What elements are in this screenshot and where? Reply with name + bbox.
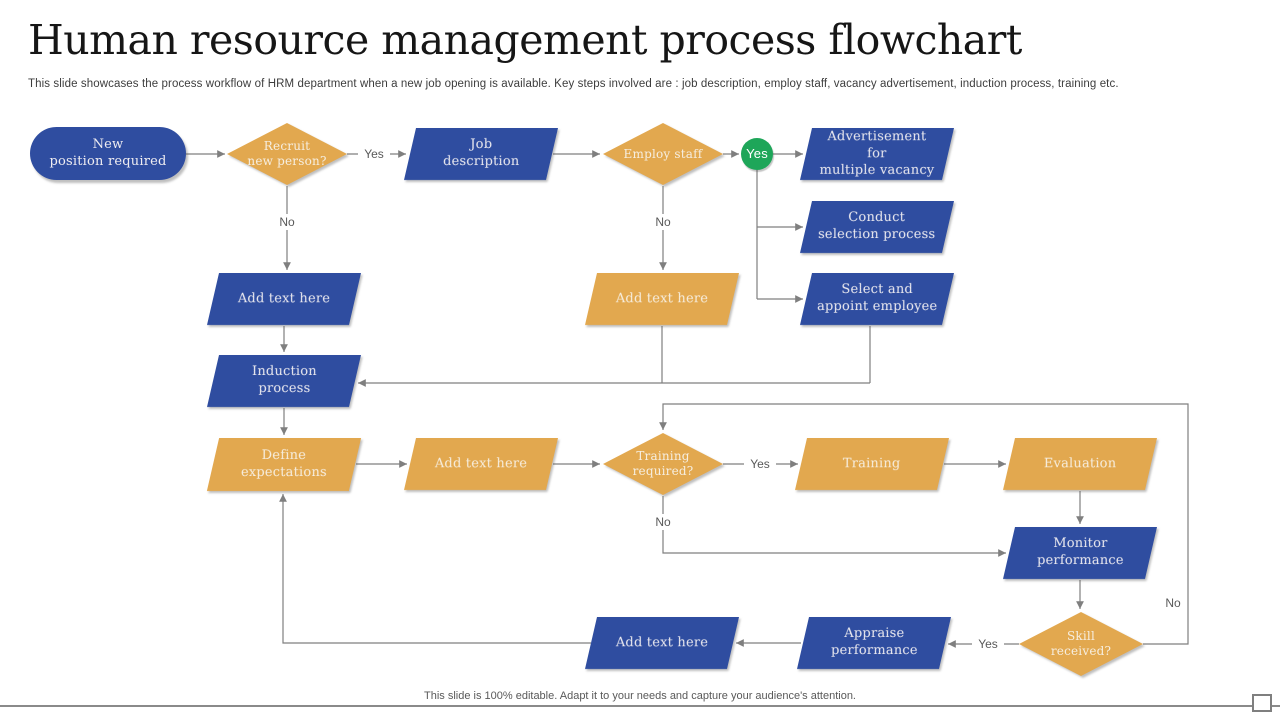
node-conduct-selection: Conduct selection process [799, 201, 955, 253]
node-induction-process-label: Induction process [251, 364, 317, 396]
node-new-position-label: New position required [49, 136, 167, 169]
node-define-expectations: Define expectations [206, 438, 362, 491]
node-appraise-performance: Appraise performance [796, 617, 952, 669]
node-skill-received-label: Skill received? [1050, 629, 1112, 658]
node-yes-badge: Yes [741, 138, 773, 170]
node-monitor-performance-label: Monitor performance [1036, 536, 1124, 568]
edge-label-skill-no: No [1160, 595, 1186, 611]
node-conduct-selection-label: Conduct selection process [818, 210, 936, 242]
node-new-position: New position required [30, 127, 186, 180]
edge-label-employ-no: No [648, 214, 678, 230]
node-evaluation-label: Evaluation [1043, 455, 1117, 471]
node-add-text-3: Add text here [403, 438, 559, 490]
node-add-text-4-label: Add text here [615, 634, 709, 650]
node-evaluation: Evaluation [1002, 438, 1158, 490]
node-add-text-2-label: Add text here [615, 290, 709, 306]
edge-label-skill-yes: Yes [972, 636, 1004, 652]
node-select-appoint: Select and appoint employee [799, 273, 955, 325]
edge-label-training-yes: Yes [744, 456, 776, 472]
page-subtitle: This slide showcases the process workflo… [28, 78, 1119, 90]
node-recruit-new-person: Recruit new person? [227, 123, 347, 185]
node-employ-staff: Employ staff [603, 123, 723, 185]
corner-checkbox[interactable] [1252, 694, 1272, 712]
footer-note: This slide is 100% editable. Adapt it to… [424, 690, 856, 702]
node-training-label: Training [843, 455, 901, 471]
node-add-text-3-label: Add text here [434, 455, 528, 471]
node-define-expectations-label: Define expectations [241, 447, 327, 480]
node-recruit-new-person-label: Recruit new person? [247, 139, 327, 168]
page-title: Human resource management process flowch… [28, 16, 1022, 64]
edge-label-recruit-no: No [272, 214, 302, 230]
node-add-text-1: Add text here [206, 273, 362, 325]
node-training-required: Training required? [603, 433, 723, 495]
node-add-text-4: Add text here [584, 617, 740, 669]
node-advertisement: Advertisement for multiple vacancy [799, 128, 955, 180]
node-training: Training [794, 438, 950, 490]
node-skill-received: Skill received? [1019, 612, 1143, 676]
node-training-required-label: Training required? [632, 449, 694, 478]
node-yes-badge-label: Yes [746, 145, 768, 161]
node-employ-staff-label: Employ staff [623, 146, 703, 161]
node-induction-process: Induction process [206, 355, 362, 407]
edge-label-training-no: No [648, 514, 678, 530]
node-job-description: Job description [403, 128, 559, 180]
node-appraise-performance-label: Appraise performance [830, 626, 918, 658]
node-add-text-2: Add text here [584, 273, 740, 325]
node-advertisement-label: Advertisement for multiple vacancy [819, 128, 935, 178]
footer-divider [0, 705, 1280, 707]
node-select-appoint-label: Select and appoint employee [816, 282, 938, 314]
edge-label-recruit-yes: Yes [358, 146, 390, 162]
node-job-description-label: Job description [442, 137, 520, 169]
node-monitor-performance: Monitor performance [1002, 527, 1158, 579]
node-add-text-1-label: Add text here [237, 290, 331, 306]
